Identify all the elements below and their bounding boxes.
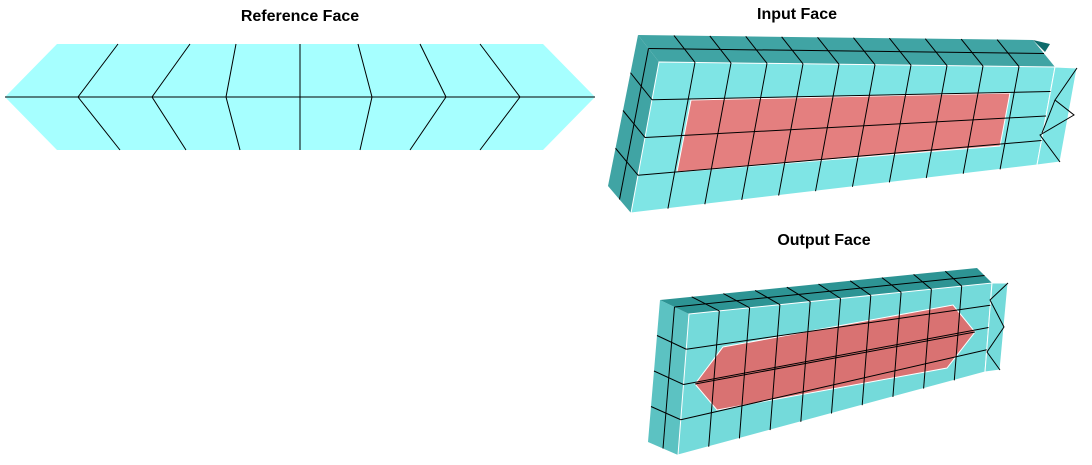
output-top-side: [660, 268, 992, 314]
reference-face-title: Reference Face: [240, 8, 360, 25]
input-face: [608, 35, 1078, 214]
input-top-row-line: [648, 48, 1045, 54]
output-selected-center-line: [694, 331, 976, 385]
reference-mesh-line: [409, 43, 447, 151]
input-selected-region: [676, 92, 1011, 173]
reference-face: [5, 43, 595, 151]
output-face: [648, 268, 1009, 456]
input-face-title: Input Face: [756, 6, 838, 23]
output-face-title: Output Face: [777, 232, 871, 249]
input-cap-line: [1039, 67, 1078, 163]
output-top-row-line: [674, 275, 985, 308]
reference-mesh-line: [77, 43, 121, 151]
output-left-row-line: [650, 406, 681, 421]
output-front-row-line: [686, 304, 991, 350]
input-cap-line: [1041, 99, 1056, 134]
input-left-row-line: [630, 72, 653, 101]
input-front-row-line: [651, 91, 1051, 101]
input-front-row-line: [637, 140, 1042, 176]
input-front-row-line: [644, 115, 1047, 138]
output-front-row-line: [680, 349, 987, 421]
reference-mesh-line: [151, 43, 191, 151]
output-front-row-line: [683, 327, 989, 385]
output-left-row-line: [653, 370, 684, 385]
input-left-row-line: [615, 147, 639, 176]
reference-mesh-line: [225, 43, 241, 151]
input-corner: [1033, 40, 1050, 52]
reference-mesh-line: [357, 43, 373, 151]
output-left-row-line: [656, 335, 687, 350]
input-left-row-line: [622, 110, 646, 138]
reference-mesh-line: [479, 43, 521, 151]
output-cap-line: [986, 282, 1009, 371]
